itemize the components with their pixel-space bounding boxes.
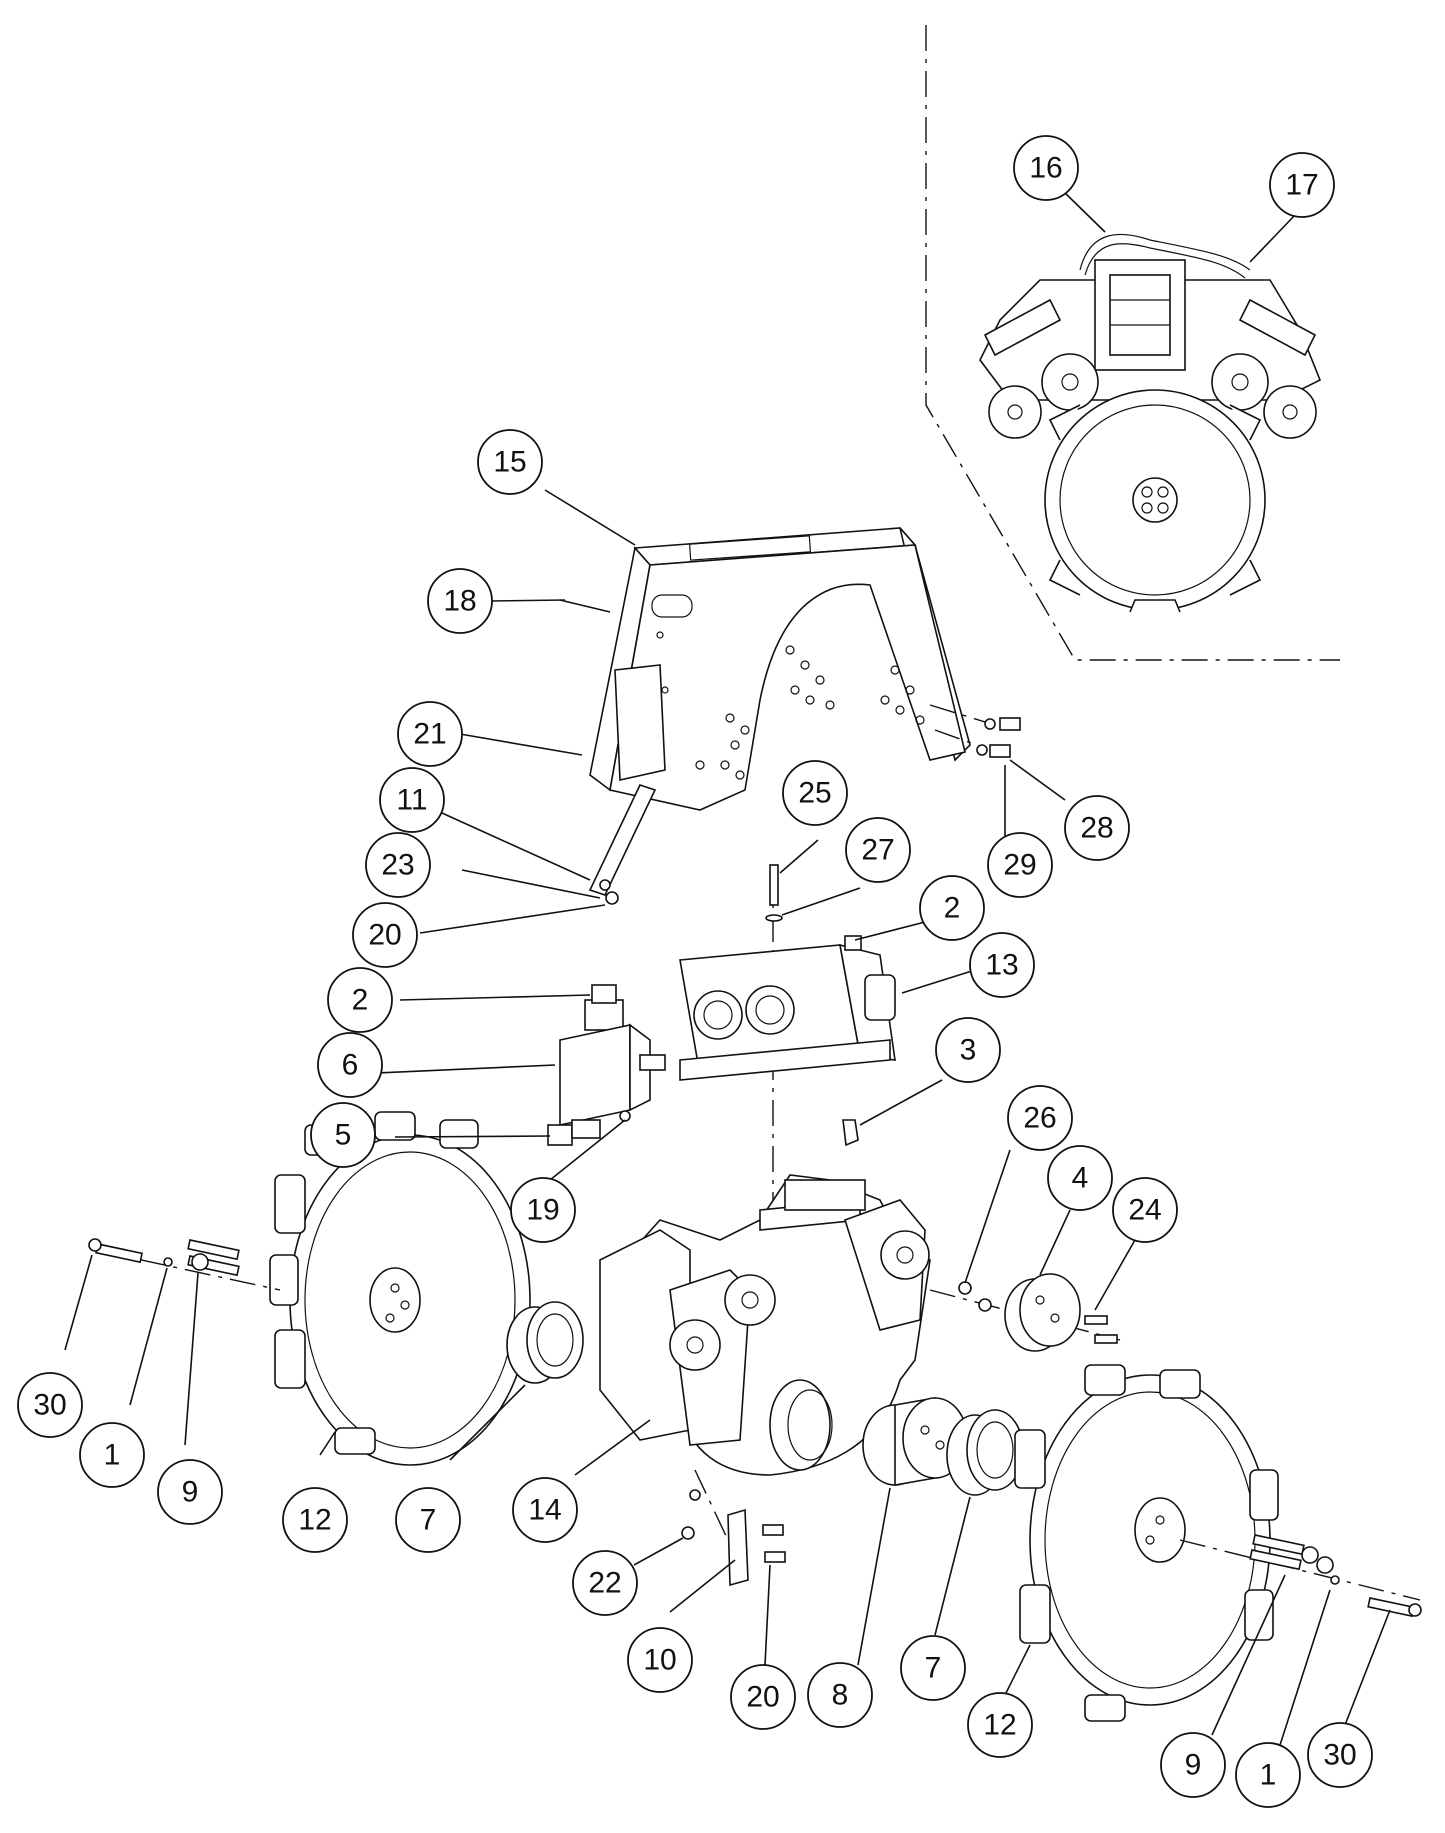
right-fasteners	[1179, 1534, 1422, 1618]
callout-14: 14	[512, 1477, 578, 1543]
svg-text:18: 18	[443, 585, 476, 618]
leader-lines	[64, 189, 1391, 1746]
svg-text:1: 1	[104, 1439, 121, 1472]
svg-text:23: 23	[381, 849, 414, 882]
svg-text:24: 24	[1128, 1194, 1161, 1227]
right-drive-wheel	[1014, 1364, 1279, 1722]
callout-20b: 20	[730, 1664, 796, 1730]
callout-3: 3	[935, 1017, 1001, 1083]
svg-text:14: 14	[528, 1494, 561, 1527]
callout-19: 19	[510, 1177, 576, 1243]
callout-6: 6	[317, 1032, 383, 1098]
callout-5: 5	[310, 1102, 376, 1168]
svg-text:25: 25	[798, 777, 831, 810]
callout-17: 17	[1269, 152, 1335, 218]
svg-text:13: 13	[985, 949, 1018, 982]
svg-text:2: 2	[944, 892, 961, 925]
svg-text:29: 29	[1003, 849, 1036, 882]
callout-15: 15	[477, 429, 543, 495]
svg-text:4: 4	[1072, 1162, 1089, 1195]
left-fasteners	[88, 1238, 281, 1291]
callout-16: 16	[1013, 135, 1079, 201]
callout-7a: 7	[395, 1487, 461, 1553]
svg-text:19: 19	[526, 1194, 559, 1227]
callout-10: 10	[627, 1627, 693, 1693]
svg-text:3: 3	[960, 1034, 977, 1067]
main-frame	[599, 1174, 931, 1476]
svg-text:5: 5	[335, 1119, 352, 1152]
callout-18: 18	[427, 568, 493, 634]
svg-text:2: 2	[352, 984, 369, 1017]
callout-13: 13	[969, 932, 1035, 998]
svg-text:11: 11	[396, 784, 427, 817]
svg-text:17: 17	[1285, 169, 1318, 202]
mounting-bracket	[559, 527, 1021, 905]
callout-30a: 30	[17, 1372, 83, 1438]
callout-12a: 12	[282, 1487, 348, 1553]
svg-text:16: 16	[1029, 152, 1062, 185]
callout-4: 4	[1047, 1145, 1113, 1211]
svg-text:9: 9	[1185, 1749, 1202, 1782]
callout-22: 22	[572, 1550, 638, 1616]
svg-text:7: 7	[420, 1504, 437, 1537]
svg-text:26: 26	[1023, 1102, 1056, 1135]
hydraulic-valve	[547, 984, 666, 1146]
hydraulic-motor	[679, 864, 896, 1265]
callout-7b: 7	[900, 1635, 966, 1701]
svg-text:7: 7	[925, 1652, 942, 1685]
callout-1a: 1	[79, 1422, 145, 1488]
svg-text:9: 9	[182, 1476, 199, 1509]
callout-27: 27	[845, 817, 911, 883]
assembled-detail-view	[979, 233, 1322, 613]
svg-text:12: 12	[983, 1709, 1016, 1742]
callout-8: 8	[807, 1662, 873, 1728]
svg-text:15: 15	[493, 446, 526, 479]
svg-text:20: 20	[368, 919, 401, 952]
svg-text:27: 27	[861, 834, 894, 867]
left-bearing	[506, 1301, 584, 1384]
svg-text:30: 30	[1323, 1739, 1356, 1772]
callout-24: 24	[1112, 1177, 1178, 1243]
callout-bubbles: 15 16 17 18 21 11 23 20 25 27 29 28 2 13…	[17, 135, 1373, 1808]
callout-25: 25	[782, 760, 848, 826]
callout-9b: 9	[1160, 1732, 1226, 1798]
callout-30b: 30	[1307, 1722, 1373, 1788]
detail-view-boundary	[925, 25, 1340, 661]
callout-2b: 2	[327, 967, 393, 1033]
right-side-parts	[681, 1273, 1121, 1587]
svg-text:30: 30	[33, 1389, 66, 1422]
callout-20a: 20	[352, 902, 418, 968]
svg-text:1: 1	[1260, 1759, 1277, 1792]
callout-23: 23	[365, 832, 431, 898]
callout-2a: 2	[919, 875, 985, 941]
callout-1b: 1	[1235, 1742, 1301, 1808]
svg-text:10: 10	[643, 1644, 676, 1677]
left-drive-wheel	[269, 1111, 531, 1466]
svg-text:6: 6	[342, 1049, 359, 1082]
svg-text:12: 12	[298, 1504, 331, 1537]
svg-text:28: 28	[1080, 812, 1113, 845]
callout-9a: 9	[157, 1459, 223, 1525]
callout-26: 26	[1007, 1085, 1073, 1151]
callout-11: 11	[379, 767, 445, 833]
callout-28: 28	[1064, 795, 1130, 861]
callout-21: 21	[397, 701, 463, 767]
callout-29: 29	[987, 832, 1053, 898]
svg-text:22: 22	[588, 1567, 621, 1600]
svg-text:21: 21	[413, 718, 446, 751]
svg-text:8: 8	[832, 1679, 849, 1712]
callout-12b: 12	[967, 1692, 1033, 1758]
svg-text:20: 20	[746, 1681, 779, 1714]
